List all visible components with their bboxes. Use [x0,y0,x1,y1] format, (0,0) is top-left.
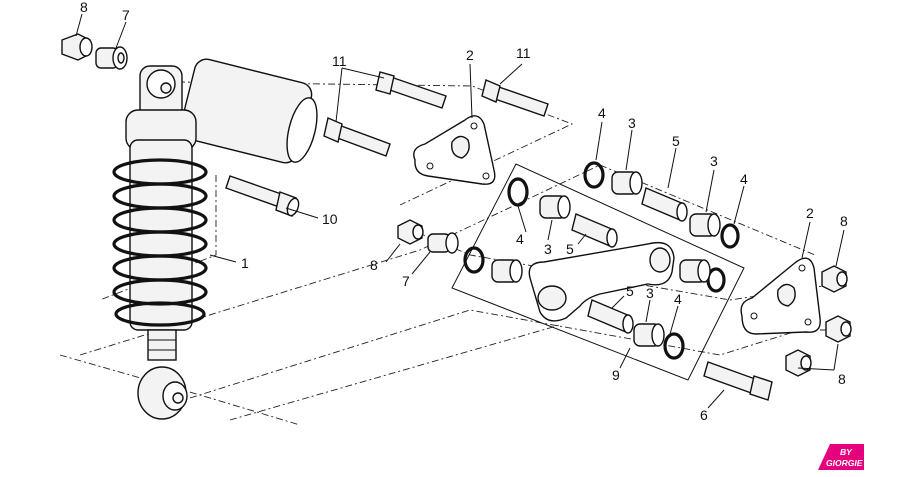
spacer-c [587,299,634,334]
ring-d [720,223,740,249]
nut-8-right [821,265,852,343]
label-3d: 3 [646,285,654,301]
bushing-d [689,213,721,237]
spring [112,158,208,327]
label-8-top: 8 [80,0,88,15]
plate-top [413,115,496,185]
nut-8-mid [397,219,424,245]
nut-8-bottom [785,349,812,377]
label-6: 6 [700,407,708,423]
part-number-labels: 1 2 2 3 3 3 3 3 4 4 4 4 5 5 5 6 7 7 8 8 … [80,0,848,423]
spacer-a [641,187,688,222]
label-11-right: 11 [516,45,531,61]
shock-absorber [112,58,318,420]
ring-b [507,177,529,207]
ring-f [663,332,685,360]
label-3c: 3 [544,241,552,257]
label-9: 9 [612,367,620,383]
reservoir-canister [179,58,318,164]
label-8-right: 8 [840,213,848,229]
bushing-f [633,323,665,347]
label-7-mid: 7 [402,273,410,289]
label-8-bottom: 8 [838,371,846,387]
ring-c [463,246,485,274]
bush-7-top [95,46,128,70]
bushing-e [679,259,711,283]
label-5c: 5 [626,283,634,299]
plate-right [740,257,821,335]
ring-a [583,161,605,189]
brand-logo: BY GIORGIE [818,444,864,470]
bolt-6 [703,361,773,401]
label-2-top: 2 [466,47,474,63]
bushing-b [539,195,571,219]
label-10: 10 [322,211,338,227]
bushing-a [611,171,643,195]
bush-7-mid [427,232,459,254]
bolt-11-right [481,79,549,117]
label-1: 1 [241,255,249,271]
label-3a: 3 [628,115,636,131]
label-4d: 4 [674,291,682,307]
spacers-5 [571,187,688,334]
label-4a: 4 [598,105,606,121]
bottom-eye [137,366,188,420]
rings-4 [463,161,740,360]
pin-10 [225,175,300,217]
nut-8-top [61,33,93,61]
label-3b: 3 [710,153,718,169]
leader-lines [75,13,845,409]
label-7-top: 7 [122,7,130,23]
label-2-right: 2 [806,205,814,221]
top-eye [139,65,183,123]
label-4b: 4 [740,171,748,187]
linkage-group [451,163,745,381]
label-5a: 5 [672,133,680,149]
bushings-3 [491,171,721,347]
label-8-mid: 8 [370,257,378,273]
label-4c: 4 [516,231,524,247]
logo-line2: GIORGIE [826,458,863,468]
label-5b: 5 [566,241,574,257]
logo-background [818,444,864,470]
label-11-left: 11 [332,53,347,69]
spacer-b [571,213,618,248]
bushing-c [491,259,523,283]
logo-line1: BY [840,447,853,457]
bolt-11-left [323,71,447,157]
